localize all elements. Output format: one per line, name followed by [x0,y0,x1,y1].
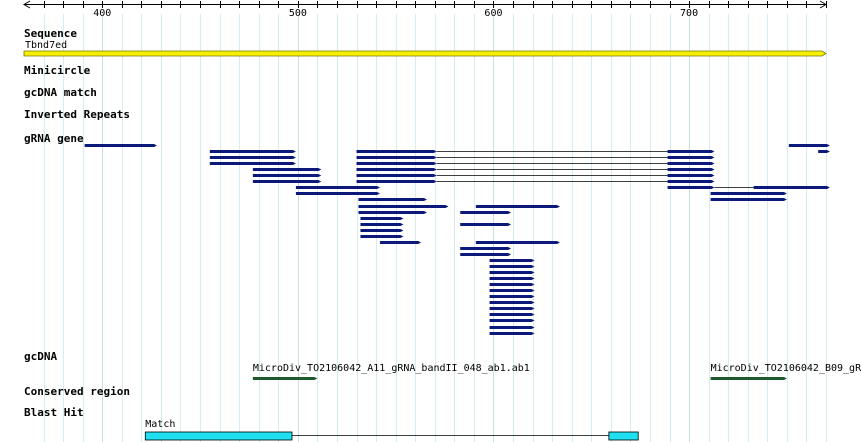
ruler-tick-label: 500 [288,8,307,19]
grna-segment [667,168,715,171]
grna-segment [489,307,535,310]
grna-segment [489,283,535,286]
grna-segment [489,326,535,329]
grna-segment [356,168,437,171]
grna-segment [489,289,535,292]
grna-segment [356,180,437,183]
grna-segment [818,150,830,153]
track-label-inverted-repeats: Inverted Repeats [24,108,130,121]
grna-segment [489,271,535,274]
grna-segment [667,150,715,153]
grna-segment [489,332,535,335]
track-label-blast-hit: Blast Hit [24,406,84,419]
grna-segment [475,241,560,244]
grna-segment [460,247,512,250]
grna-segment [710,198,787,201]
grna-segment [667,156,715,159]
grna-segment [489,277,535,280]
grna-segment [358,205,449,208]
gcdna-feature-label[interactable]: MicroDiv_TO2106042_A11_gRNA_bandII_048_a… [252,363,530,374]
blast-block [144,431,293,441]
track-label-minicircle: Minicircle [24,64,91,77]
ruler-tick-label: 700 [680,8,699,19]
gcdna-feature-bar [252,377,318,380]
grna-segment [489,301,535,304]
grna-segment [356,150,437,153]
grna-segment [252,174,322,177]
grna-segment [209,156,296,159]
grna-segment [295,192,381,195]
grna-segment [788,144,830,147]
track-label-grna-gene: gRNA gene [24,132,84,145]
grna-segment [356,156,437,159]
grna-segment [295,186,381,189]
grna-segment [489,313,535,316]
grna-segment [460,253,512,256]
grna-segment [489,259,535,262]
track-label-conserved-region: Conserved region [24,385,130,398]
grna-segment [358,198,427,201]
grna-segment [209,150,296,153]
grna-segment [360,229,404,232]
blast-block [608,431,639,441]
grna-segment [460,223,512,226]
grna-segment [209,162,296,165]
grna-segment [252,168,322,171]
track-label-gcdna: gcDNA [24,350,58,363]
grna-segment [356,162,437,165]
grna-segment [360,223,404,226]
ruler-tick-label: 400 [93,8,112,19]
grna-segment [360,217,404,220]
grna-segment [667,174,715,177]
grna-segment [360,235,404,238]
grna-segment [460,211,512,214]
grna-segment [380,241,422,244]
grna-segment [475,205,560,208]
gcdna-feature-bar [710,377,787,380]
ruler-left-arrow [23,0,31,9]
sequence-bar [23,50,827,57]
track-label-gcdna-match: gcDNA match [24,86,97,99]
grna-segment [489,319,535,322]
grna-segment [667,180,715,183]
grna-segment [667,186,715,189]
grna-segment [84,144,158,147]
grna-segment [667,162,715,165]
grna-segment [252,180,322,183]
grna-segment [489,295,535,298]
grna-segment [356,174,437,177]
grna-segment [753,186,830,189]
grna-segment [358,211,427,214]
grna-segment [489,265,535,268]
ruler-tick-label: 600 [484,8,503,19]
gcdna-feature-label[interactable]: MicroDiv_TO2106042_B09_gR [710,363,861,374]
sequence-name: Tbnd7ed [25,40,68,51]
track-label-sequence: Sequence [24,27,77,40]
blast-match-label[interactable]: Match [145,419,176,430]
grna-segment [710,192,787,195]
